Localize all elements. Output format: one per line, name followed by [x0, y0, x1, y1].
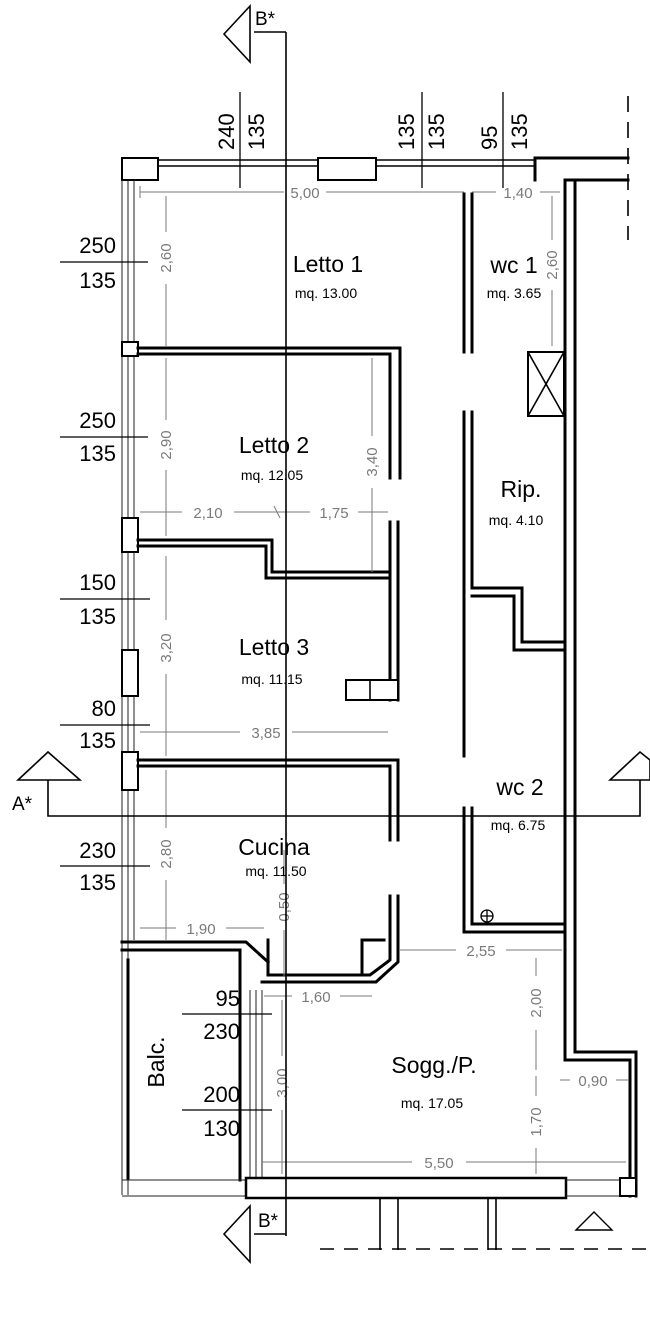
left1-height: 135: [79, 268, 116, 293]
room-area-rip: mq. 4.10: [489, 512, 544, 528]
room-name-cucina: Cucina: [238, 834, 310, 860]
section-a-right-arrow: [607, 750, 650, 781]
walls: [120, 96, 650, 1250]
dim-3-20: 3,20: [158, 633, 175, 662]
top-right-wall: [533, 156, 630, 182]
wall-rip-bottom-inner: [470, 594, 567, 652]
wall-cucina-bottom-outer: [260, 894, 400, 984]
top-left-pillar: [121, 157, 159, 181]
left-pillar-4: [121, 751, 139, 791]
top2-height: 135: [424, 113, 449, 150]
left4-width: 80: [92, 696, 116, 721]
letto3-closet: [345, 679, 399, 701]
dim-1-60: 1,60: [301, 989, 330, 1006]
dim-0-90: 0,90: [578, 1073, 607, 1090]
left3-width: 150: [79, 570, 116, 595]
top2-width: 135: [394, 113, 419, 150]
left-pillar-1: [121, 341, 139, 357]
bottom-right-pillar: [619, 1177, 637, 1197]
wall-letto3-cucina: [136, 758, 400, 842]
dim-1-90: 1,90: [186, 921, 215, 938]
left-pillar-3: [121, 649, 139, 697]
room-area-wc1: mq. 3.65: [487, 285, 542, 301]
section-b-bottom-arrow: [222, 1203, 251, 1265]
top1-width: 240: [214, 113, 239, 150]
left5-height: 135: [79, 870, 116, 895]
right-wall-lower-outer: [573, 1050, 638, 1198]
right-wall-lower: [563, 1058, 632, 1198]
section-cuts: B* B* A*: [12, 3, 650, 1265]
dim-1-70: 1,70: [528, 1107, 545, 1136]
section-a-left-arrow: [15, 750, 83, 781]
wall-letto3-cucina-inner: [136, 764, 392, 842]
room-name-wc1: wc 1: [489, 252, 537, 278]
balc2-height: 130: [203, 1116, 240, 1141]
top1-height: 135: [244, 113, 269, 150]
section-b-bottom-label: B*: [258, 1211, 279, 1232]
dim-5-00: 5,00: [290, 185, 319, 202]
section-b-top-label: B*: [255, 9, 276, 30]
dim-5-50: 5,50: [424, 1155, 453, 1172]
dim-2-80: 2,80: [158, 839, 175, 868]
top-mid-pillar: [317, 157, 377, 181]
dim-2-90: 2,90: [158, 430, 175, 459]
dim-2-60-right: 2,60: [544, 250, 561, 279]
section-b-top-arrow: [222, 3, 251, 65]
room-area-letto2: mq. 12.05: [241, 467, 303, 483]
left2-height: 135: [79, 441, 116, 466]
section-a-line: [47, 780, 641, 817]
left4-height: 135: [79, 728, 116, 753]
balc1-width: 95: [216, 986, 240, 1011]
opening-fractions: 240 135 135 135 95 135 250 135 250 135 1…: [60, 92, 532, 1141]
room-area-letto1: mq. 13.00: [295, 285, 357, 301]
room-area-cucina: mq. 11.50: [245, 863, 306, 879]
top3-height: 135: [507, 113, 532, 150]
left-pillar-2: [121, 517, 139, 553]
dim-2-00: 2,00: [528, 988, 545, 1017]
balc2-width: 200: [203, 1082, 240, 1107]
left5-width: 230: [79, 838, 116, 863]
room-area-soggiorno: mq. 17.05: [401, 1095, 463, 1111]
dim-2-55: 2,55: [466, 943, 495, 960]
entrance-triangle: [574, 1211, 614, 1231]
left1-width: 250: [79, 233, 116, 258]
room-name-rip: Rip.: [501, 476, 542, 502]
dim-0-50: 0,50: [276, 892, 293, 921]
room-area-wc2: mq. 6.75: [491, 817, 546, 833]
section-a-label: A*: [12, 794, 33, 815]
room-name-wc2: wc 2: [495, 774, 543, 800]
balc1-height: 230: [203, 1019, 240, 1044]
wall-rip-bottom: [470, 410, 567, 644]
wall-wc2-b: [470, 806, 567, 926]
left2-width: 250: [79, 408, 116, 433]
shaft-cross-2: [527, 351, 565, 417]
wall-letto2-letto3-inner: [136, 544, 392, 580]
dim-1-75: 1,75: [319, 505, 348, 522]
room-name-letto1: Letto 1: [293, 251, 363, 277]
dim-1-40: 1,40: [503, 185, 532, 202]
room-name-letto2: Letto 2: [239, 432, 309, 458]
room-name-balcone: Balc.: [143, 1036, 169, 1087]
wall-letto1-letto2-inner: [136, 352, 392, 480]
room-name-soggiorno: Sogg./P.: [391, 1052, 476, 1078]
dim-3-85: 3,85: [251, 725, 280, 742]
dim-2-10: 2,10: [193, 505, 222, 522]
room-name-letto3: Letto 3: [239, 634, 309, 660]
dim-3-40: 3,40: [364, 447, 381, 476]
room-labels: Letto 1 mq. 13.00 wc 1 mq. 3.65 Letto 2 …: [143, 251, 545, 1111]
room-area-letto3: mq. 11.15: [241, 671, 302, 687]
wall-letto2-letto3: [136, 538, 392, 574]
dim-2-60-left: 2,60: [158, 243, 175, 272]
dim-3-00: 3,00: [274, 1068, 291, 1097]
top3-width: 95: [477, 126, 502, 150]
wall-balcony-inner: [120, 948, 242, 1182]
wall-wc2-a: [462, 806, 567, 934]
left3-height: 135: [79, 604, 116, 629]
wall-balcony-top: [120, 940, 271, 965]
dimension-lines: [139, 186, 628, 1174]
bottom-wall: [244, 1176, 568, 1200]
wall-cucina-notch: [360, 938, 386, 977]
